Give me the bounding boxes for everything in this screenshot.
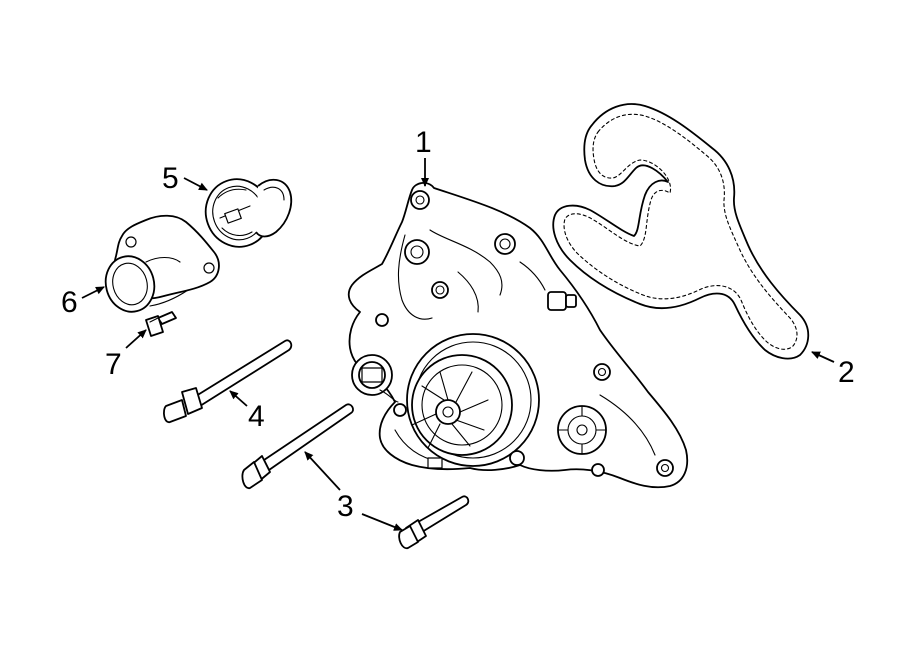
callout-labels: 1 2 3 4 5 6 7	[61, 126, 855, 523]
long-stud	[163, 339, 293, 423]
callout-3: 3	[337, 490, 354, 523]
arrow-3b	[304, 451, 341, 491]
callout-6: 6	[61, 286, 78, 319]
arrow-4	[229, 390, 248, 407]
callout-7: 7	[105, 348, 122, 381]
arrow-3a	[361, 513, 403, 531]
arrow-5	[183, 177, 208, 191]
arrow-6	[81, 286, 105, 299]
callout-4: 4	[248, 400, 265, 433]
callout-1: 1	[415, 126, 432, 159]
thermostat	[204, 178, 293, 248]
arrow-2	[811, 351, 835, 363]
arrow-7	[125, 329, 147, 349]
callout-2: 2	[838, 356, 855, 389]
leader-arrows	[81, 158, 835, 531]
gasket	[552, 103, 810, 360]
small-bolt	[145, 311, 177, 337]
water-pump	[347, 182, 689, 489]
bolt-long	[241, 403, 354, 489]
callout-5: 5	[162, 162, 179, 195]
thermostat-housing	[104, 214, 220, 313]
bolt-short	[398, 495, 470, 550]
